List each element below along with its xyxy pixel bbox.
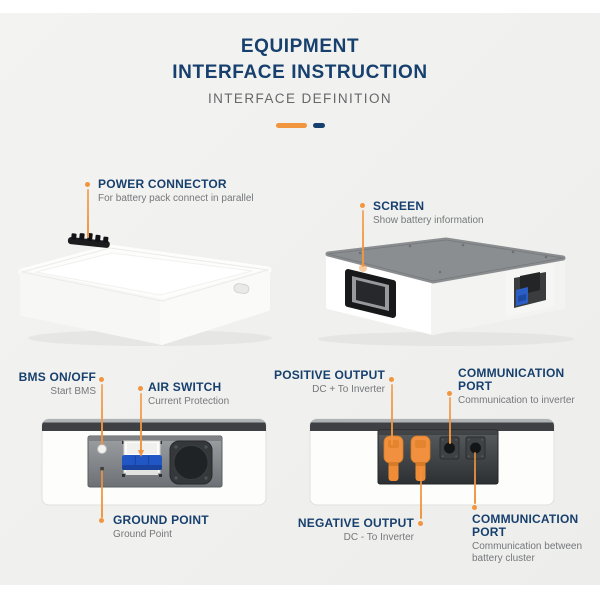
side-recess-port bbox=[505, 263, 555, 317]
comm-cluster-callout-line bbox=[474, 452, 476, 504]
ground-callout-dot bbox=[99, 518, 104, 523]
power-connector-pins bbox=[67, 232, 110, 248]
power-connector-desc: For battery pack connect in parallel bbox=[98, 193, 254, 204]
box-top-plate bbox=[35, 252, 253, 296]
air-switch-desc: Current Protection bbox=[148, 396, 230, 407]
air-switch-callout-line bbox=[140, 393, 142, 451]
callout-negative-output: NEGATIVE OUTPUT DC - To Inverter bbox=[280, 517, 414, 544]
divider-orange-dash bbox=[275, 123, 307, 128]
air-switch-callout-arrow bbox=[137, 450, 144, 457]
bms-on-off-button bbox=[97, 444, 107, 454]
screen-display bbox=[345, 269, 396, 318]
positive-output-label: POSITIVE OUTPUT bbox=[273, 368, 385, 382]
comm-inverter-callout-line bbox=[449, 397, 451, 444]
callout-comm-port-inverter: COMMUNICATION PORT Communication to inve… bbox=[458, 366, 575, 407]
power-connector-callout-line bbox=[87, 189, 89, 238]
side-handle-slot bbox=[233, 283, 250, 294]
round-vent-port bbox=[169, 440, 213, 485]
negative-output-desc: DC - To Inverter bbox=[343, 532, 414, 543]
bms-callout-dot bbox=[99, 377, 104, 382]
bms-label: BMS ON/OFF bbox=[18, 370, 96, 384]
negative-output-label: NEGATIVE OUTPUT bbox=[297, 516, 414, 530]
callout-bms: BMS ON/OFF Start BMS bbox=[10, 371, 96, 398]
callout-screen: SCREEN Show battery information bbox=[373, 200, 533, 227]
positive-output-desc: DC + To Inverter bbox=[312, 384, 385, 395]
ground-point-label: GROUND POINT bbox=[113, 513, 209, 527]
callout-ground-point: GROUND POINT Ground Point bbox=[113, 514, 233, 541]
screen-callout-end-dot bbox=[359, 264, 367, 272]
communication-port-cluster bbox=[465, 436, 486, 460]
power-connector-callout-dot bbox=[85, 182, 90, 187]
positive-output-connector bbox=[383, 435, 404, 481]
screen-desc: Show battery information bbox=[373, 215, 484, 226]
callout-air-switch: AIR SWITCH Current Protection bbox=[148, 381, 258, 408]
battery-front-panel-switch-illustration bbox=[41, 418, 267, 506]
battery-pack-screen-view-illustration bbox=[318, 237, 574, 346]
negative-output-callout-dot bbox=[418, 521, 423, 526]
comm-port-inverter-desc: Communication to inverter bbox=[458, 395, 575, 406]
air-switch-label: AIR SWITCH bbox=[148, 380, 222, 394]
ground-callout-line bbox=[101, 470, 103, 518]
negative-output-callout-line bbox=[420, 468, 422, 519]
comm-port-cluster-desc: Communication between battery cluster bbox=[472, 541, 583, 564]
comm-port-inverter-label: COMMUNICATION PORT bbox=[458, 366, 565, 393]
screen-callout-dot bbox=[360, 203, 365, 208]
negative-output-connector bbox=[410, 435, 431, 481]
page-title-line1: EQUIPMENT bbox=[240, 36, 360, 57]
box-lid-edge bbox=[42, 419, 266, 431]
power-connector-label: POWER CONNECTOR bbox=[98, 177, 227, 191]
box-lid-edge bbox=[310, 419, 554, 431]
comm-port-cluster-label: COMMUNICATION PORT bbox=[472, 512, 579, 539]
lid-screws bbox=[358, 243, 548, 274]
comm-cluster-callout-dot bbox=[472, 505, 477, 510]
air-switch-breaker bbox=[122, 440, 162, 477]
bms-callout-line bbox=[101, 384, 103, 445]
battery-pack-top-view-illustration bbox=[18, 232, 272, 346]
page-title-line2: INTERFACE INSTRUCTION bbox=[172, 62, 428, 83]
ground-point-screw bbox=[100, 467, 104, 471]
callout-positive-output: POSITIVE OUTPUT DC + To Inverter bbox=[260, 369, 385, 396]
screen-callout-line bbox=[362, 210, 364, 267]
positive-output-callout-dot bbox=[389, 377, 394, 382]
ground-point-desc: Ground Point bbox=[113, 529, 172, 540]
bms-desc: Start BMS bbox=[50, 386, 96, 397]
screen-label: SCREEN bbox=[373, 199, 425, 213]
title-divider bbox=[0, 123, 600, 128]
communication-port-inverter bbox=[439, 436, 460, 460]
battery-front-panel-output-illustration bbox=[309, 418, 555, 506]
callout-comm-port-cluster: COMMUNICATION PORT Communication between… bbox=[472, 513, 584, 565]
comm-inverter-callout-dot bbox=[447, 391, 452, 396]
air-switch-callout-dot bbox=[138, 386, 143, 391]
callout-power-connector: POWER CONNECTOR For battery pack connect… bbox=[98, 178, 288, 205]
positive-output-callout-line bbox=[391, 384, 393, 445]
page-subtitle: INTERFACE DEFINITION bbox=[207, 91, 392, 106]
divider-navy-dash bbox=[312, 123, 325, 128]
